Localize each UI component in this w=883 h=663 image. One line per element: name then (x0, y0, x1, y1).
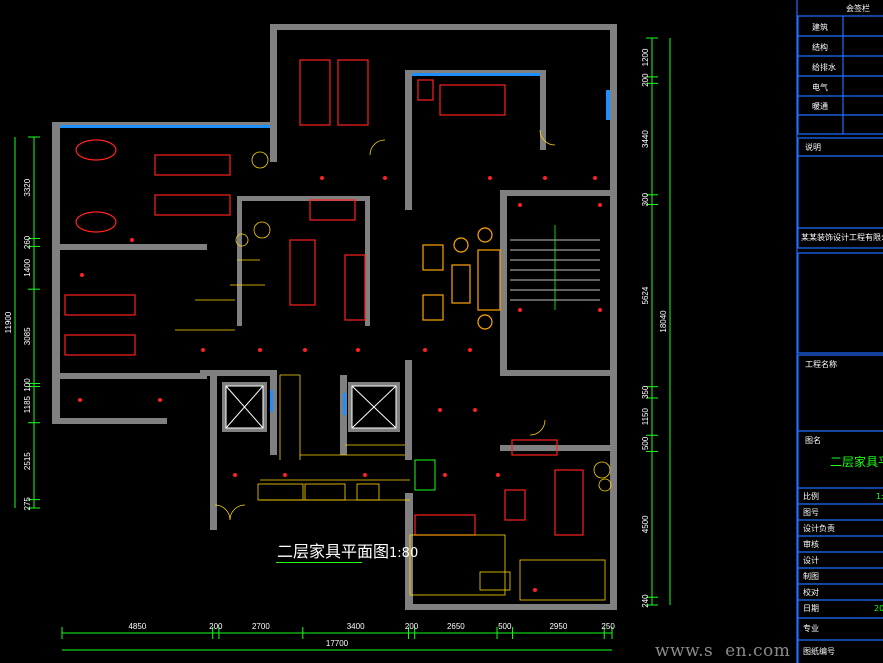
bottom-dimension-label: 4850 (128, 622, 146, 631)
company-name: 某某装饰设计工程有限公司 (801, 232, 883, 242)
date-value: 20 (874, 604, 883, 613)
left-dimension-label: 3320 (23, 178, 32, 196)
row-label: 设计负责 (803, 523, 835, 533)
row-label: 设计 (803, 555, 819, 565)
drawing-label: 图名 (805, 435, 821, 445)
row-label: 审核 (803, 539, 819, 549)
left-dimension-label: 3085 (23, 327, 32, 345)
project-label: 工程名称 (805, 359, 837, 369)
title-block (796, 0, 883, 663)
bottom-dimension-label: 2950 (549, 622, 567, 631)
right-dimension-label: 500 (641, 436, 650, 450)
right-dimension-label: 1150 (641, 407, 650, 425)
right-dimension-label: 240 (641, 594, 650, 608)
detail-lines (175, 129, 612, 601)
bottom-dimension-label: 200 (405, 622, 419, 631)
dimension-lines (14, 37, 671, 651)
drawing-title-text: 二层家具平面图 (277, 542, 390, 561)
notes-label: 说明 (805, 142, 821, 152)
bottom-dimension-total: 17700 (326, 639, 349, 648)
left-dimension-label: 2515 (23, 452, 32, 470)
windows (60, 73, 610, 415)
left-dimension-label: 1400 (23, 258, 32, 276)
row-label: 比例 (803, 491, 819, 501)
row-label: 校对 (803, 587, 819, 597)
right-dimension-label: 300 (641, 192, 650, 206)
bottom-dimension-label: 3400 (347, 622, 365, 631)
right-dimension-label: 4500 (641, 515, 650, 533)
left-dimension-total: 11900 (4, 311, 13, 333)
bottom-dimension-label: 500 (498, 622, 512, 631)
sign-row: 建筑 (812, 22, 828, 32)
sign-row: 暖通 (812, 101, 828, 111)
bottom-dimension-label: 2700 (252, 622, 270, 631)
left-dimension-label: 275 (23, 497, 32, 511)
drawing-scale: 1:80 (389, 546, 419, 561)
watermark: www.s en.com (655, 641, 791, 661)
walls (52, 24, 617, 610)
left-dimension-label: 1185 (23, 395, 32, 413)
title-block-header: 会签栏 (846, 3, 870, 13)
sign-row: 电气 (812, 82, 828, 92)
right-dimension-label: 200 (641, 73, 650, 87)
elevator-shafts (225, 385, 397, 429)
plant-icon (414, 459, 436, 491)
row-label: 图号 (803, 508, 819, 517)
row-label: 日期 (803, 604, 819, 613)
scale-value: 1: (876, 492, 883, 501)
drawing-title: 二层家具平面图1:80 (277, 538, 418, 562)
row-label: 专业 (803, 623, 819, 633)
title-underline (276, 562, 362, 563)
right-dimension-label: 1200 (641, 48, 650, 66)
right-dimension-total: 18040 (659, 310, 668, 333)
staircase (510, 225, 600, 310)
bottom-dimension-label: 200 (209, 622, 223, 631)
ceiling-light-markers (78, 176, 602, 592)
sign-row: 结构 (812, 42, 828, 52)
furniture-sofa-set (422, 227, 501, 330)
bottom-dimension-label: 2650 (447, 622, 465, 631)
sign-row: 给排水 (812, 62, 836, 72)
right-dimension-label: 3440 (641, 130, 650, 148)
row-label: 制图 (803, 571, 819, 581)
drawing-name: 二层家具平面图 (830, 454, 883, 469)
furniture-beds (64, 59, 584, 536)
title-block-text: 会签栏 建筑 结构 给排水 电气 暖通 说明 某某装饰设计工程有限公司 工程名称… (801, 3, 883, 656)
right-dimension-label: 5624 (641, 286, 650, 304)
row-label: 图纸编号 (803, 646, 835, 656)
left-dimension-label: 100 (23, 378, 32, 392)
left-dimension-label: 260 (23, 235, 32, 249)
bottom-dimension-label: 250 (601, 622, 615, 631)
right-dimension-label: 350 (641, 385, 650, 399)
